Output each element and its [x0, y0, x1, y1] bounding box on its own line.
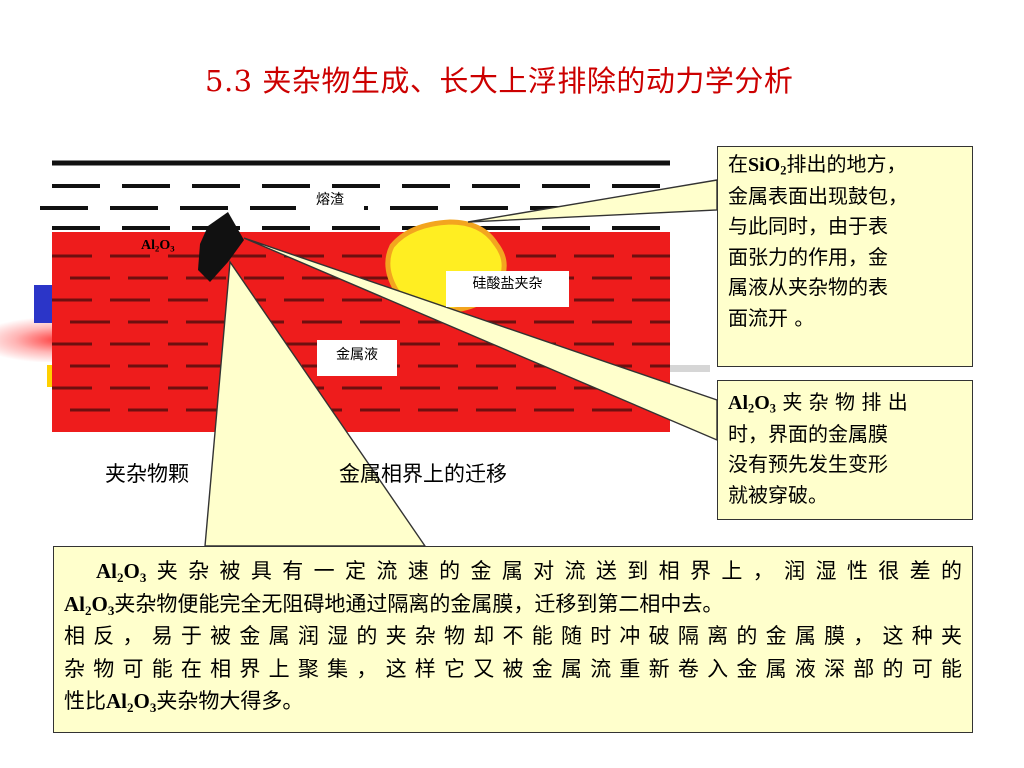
- figure-caption: 夹杂物颗金属相界上的迁移: [105, 462, 507, 486]
- al2o3-inclusion: [198, 212, 244, 282]
- silicate-label: 硅酸盐夹杂: [446, 271, 569, 307]
- metal-label: 金属液: [317, 340, 397, 376]
- callout-al2o3-exit: Al2O3 夹 杂 物 排 出 时，界面的金属膜 没有预先发生变形 就被穿破。: [717, 380, 973, 520]
- decorative-divider: [670, 365, 710, 372]
- al2o3-label: Al2O3: [141, 238, 175, 254]
- callout-explanation: Al2O3夹杂被具有一定流速的金属对流送到相界上，润湿性很差的 Al2O3夹杂物…: [53, 546, 973, 733]
- metal-layer: [52, 232, 670, 432]
- callout-sio2: 在SiO2排出的地方， 金属表面出现鼓包， 与此同时，由于表 面张力的作用，金 …: [717, 146, 973, 367]
- decorative-blue-bar: [34, 285, 54, 323]
- page-title: 5.3 夹杂物生成、长大上浮排除的动力学分析: [205, 64, 794, 98]
- callout-pointers: [204, 179, 718, 547]
- decorative-glow: [0, 318, 60, 362]
- slag-label: 熔渣: [296, 188, 364, 216]
